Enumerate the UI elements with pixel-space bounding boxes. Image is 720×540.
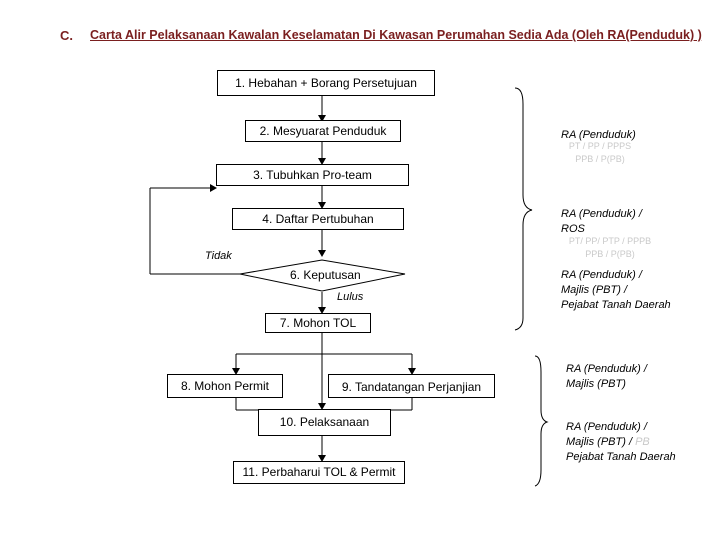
resp-1: RA (Penduduk) bbox=[561, 129, 636, 141]
resp-4-line-b: Majlis (PBT) bbox=[566, 378, 626, 390]
resp-4: RA (Penduduk) / Majlis (PBT) bbox=[566, 362, 647, 392]
step-3-label: 3. Tubuhkan Pro-team bbox=[253, 168, 372, 182]
resp-2-line-a: RA (Penduduk) / bbox=[561, 208, 642, 220]
step-7-box: 7. Mohon TOL bbox=[265, 313, 371, 333]
step-2-box: 2. Mesyuarat Penduduk bbox=[245, 120, 401, 142]
step-8-box: 8. Mohon Permit bbox=[167, 374, 283, 398]
page-title: Carta Alir Pelaksanaan Kawalan Keselamat… bbox=[90, 28, 702, 42]
resp-3: RA (Penduduk) / Majlis (PBT) / Pejabat T… bbox=[561, 268, 671, 313]
resp-2-faint-a: PT/ PP/ PTP / PPPB bbox=[568, 236, 652, 246]
resp-2-line-b: ROS bbox=[561, 223, 585, 235]
resp-2-faint-b: PPB / P(PB) bbox=[585, 249, 635, 259]
step-10-label: 10. Pelaksanaan bbox=[279, 415, 370, 429]
resp-5-line-b: Majlis (PBT) / bbox=[566, 436, 632, 448]
decision-yes-label: Lulus bbox=[337, 291, 364, 303]
step-8-label: 8. Mohon Permit bbox=[180, 379, 270, 393]
step-9-label: 9. Tandatangan Perjanjian bbox=[341, 380, 482, 394]
step-1-label: 1. Hebahan + Borang Persetujuan bbox=[235, 76, 417, 90]
step-7-label: 7. Mohon TOL bbox=[279, 316, 357, 330]
step-11-box: 11. Perbaharui TOL & Permit bbox=[233, 461, 405, 484]
resp-2: RA (Penduduk) / ROS bbox=[561, 207, 642, 237]
resp-2-faint: PT/ PP/ PTP / PPPB PPB / P(PB) bbox=[560, 235, 660, 261]
step-2-label: 2. Mesyuarat Penduduk bbox=[259, 124, 387, 138]
step-3-box: 3. Tubuhkan Pro-team bbox=[216, 164, 409, 186]
step-10-box: 10. Pelaksanaan bbox=[258, 409, 391, 436]
resp-5-line-c: Pejabat Tanah Daerah bbox=[566, 451, 676, 463]
step-4-label: 4. Daftar Pertubuhan bbox=[262, 212, 374, 226]
step-11-label: 11. Perbaharui TOL & Permit bbox=[242, 465, 396, 479]
resp-5-line-b-row: Majlis (PBT) / PB bbox=[566, 435, 676, 450]
brace-upper bbox=[514, 87, 533, 331]
step-4-box: 4. Daftar Pertubuhan bbox=[232, 208, 404, 230]
resp-5: RA (Penduduk) / Majlis (PBT) / PB Pejaba… bbox=[566, 420, 676, 465]
step-9-box: 9. Tandatangan Perjanjian bbox=[328, 374, 495, 398]
decision-diamond bbox=[239, 259, 406, 292]
resp-1-faint-a: PT / PP / PPPS bbox=[568, 141, 632, 151]
resp-3-line-c: Pejabat Tanah Daerah bbox=[561, 299, 671, 311]
step-1-box: 1. Hebahan + Borang Persetujuan bbox=[217, 70, 435, 96]
resp-3-line-a: RA (Penduduk) / bbox=[561, 269, 642, 281]
resp-5-line-b-faint: PB bbox=[635, 436, 650, 448]
resp-1-faint: PT / PP / PPPS PPB / P(PB) bbox=[560, 140, 640, 166]
decision-no-label: Tidak bbox=[205, 250, 232, 262]
brace-lower bbox=[534, 355, 549, 487]
section-letter: C. bbox=[60, 28, 73, 43]
resp-1-faint-b: PPB / P(PB) bbox=[575, 154, 625, 164]
resp-4-line-a: RA (Penduduk) / bbox=[566, 363, 647, 375]
resp-5-line-a: RA (Penduduk) / bbox=[566, 421, 647, 433]
step-6-label: 6. Keputusan bbox=[290, 268, 361, 282]
resp-3-line-b: Majlis (PBT) / bbox=[561, 284, 627, 296]
